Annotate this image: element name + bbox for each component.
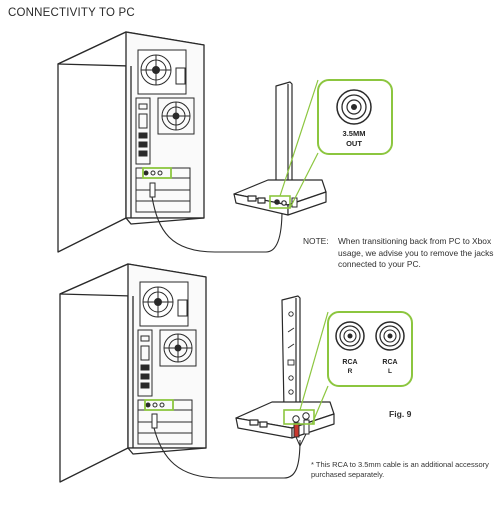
- rca-right-sub: R: [348, 368, 353, 375]
- pc-back-details-bottom: [137, 281, 197, 445]
- audio-cable-top: [151, 196, 283, 253]
- audio-plug-top: [149, 182, 156, 198]
- figure-label: Fig. 9: [389, 409, 412, 419]
- rca-left-label: RCA: [382, 359, 397, 366]
- callout-label-3-5mm: 3.5MM: [343, 129, 366, 138]
- audio-plug-bottom: [151, 413, 158, 429]
- footnote: * This RCA to 3.5mm cable is an addition…: [311, 460, 489, 479]
- page-title: CONNECTIVITY TO PC: [8, 7, 135, 19]
- headset-stand-bottom: [235, 295, 335, 439]
- rca-plugs: [292, 412, 310, 447]
- headset-stand-top: [233, 81, 327, 216]
- rca-right-jack-icon: [335, 321, 365, 351]
- callout-label-out: OUT: [346, 139, 362, 148]
- callout-rca: RCA R RCA L: [327, 311, 413, 387]
- note-label: NOTE:: [303, 236, 329, 246]
- rca-right-label: RCA: [342, 359, 357, 366]
- audio-port-highlight-bottom: [144, 399, 174, 411]
- pc-back-details-top: [135, 49, 195, 213]
- callout-3-5mm-out: 3.5MM OUT: [317, 79, 393, 155]
- note-text: When transitioning back from PC to Xbox …: [338, 236, 494, 270]
- stand-port-highlight-bottom: [283, 409, 315, 425]
- rca-cable-bottom: [153, 427, 301, 479]
- audio-port-highlight-top: [142, 167, 172, 179]
- rca-left-jack-icon: [375, 321, 405, 351]
- rca-left-sub: L: [388, 368, 392, 375]
